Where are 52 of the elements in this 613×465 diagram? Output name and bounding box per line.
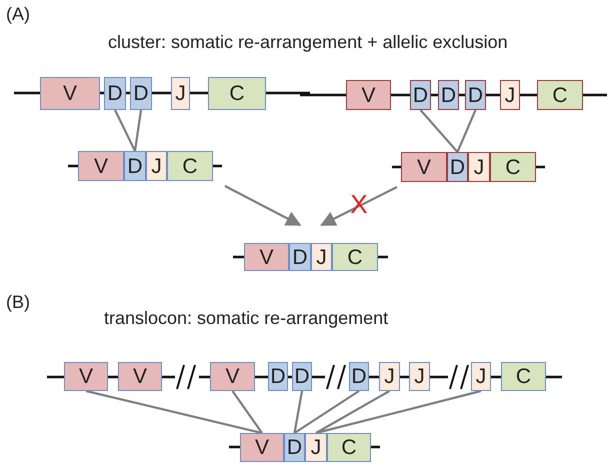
gene-segment-box: D — [292, 362, 312, 391]
gene-segment-box: V — [240, 433, 284, 462]
gene-segment-box: D — [438, 80, 459, 110]
gene-segment-box: D — [284, 433, 305, 462]
gene-segment-box: D — [289, 243, 311, 271]
connector-line — [456, 110, 477, 152]
gene-segment-box: V — [210, 362, 255, 391]
gene-segment-box: V — [346, 80, 391, 110]
gene-segment-box: D — [447, 152, 468, 182]
gene-segment-box: J — [379, 362, 400, 391]
gene-segment-box: V — [64, 362, 108, 391]
heading-text: cluster: somatic re-arrangement + allelic exclusion — [108, 32, 508, 53]
gene-segment-box: D — [410, 80, 431, 110]
gene-segment-box: D — [124, 151, 146, 181]
gene-segment-box: C — [501, 362, 546, 391]
connector-line — [232, 390, 263, 434]
gene-segment-box: D — [349, 362, 369, 391]
connector-line — [316, 390, 482, 434]
connector-line — [293, 390, 304, 434]
connector-line — [134, 110, 142, 152]
gene-segment-box: D — [130, 77, 152, 110]
gene-segment-box: C — [208, 77, 266, 110]
gene-segment-box: V — [244, 243, 289, 271]
gene-segment-box: V — [40, 77, 100, 110]
gene-segment-box: J — [500, 80, 520, 110]
gene-segment-box: C — [332, 243, 378, 271]
gene-segment-box: C — [490, 152, 536, 182]
gene-segment-box: J — [146, 151, 167, 181]
gene-segment-box: J — [305, 433, 327, 462]
gene-segment-box: V — [118, 362, 162, 391]
connector-line — [420, 109, 458, 153]
gene-segment-box: J — [409, 362, 430, 391]
gene-segment-box: D — [268, 362, 288, 391]
gene-segment-box: C — [537, 80, 583, 110]
gene-segment-box: C — [327, 433, 371, 462]
arrow — [224, 185, 302, 226]
gene-segment-box: J — [311, 243, 332, 271]
gene-segment-box: C — [167, 151, 213, 181]
heading-text: translocon: somatic re-arrangement — [104, 308, 388, 329]
gene-segment-box: V — [401, 152, 447, 182]
connector-line — [86, 390, 262, 434]
panel-label: (B) — [6, 292, 30, 313]
connector-line — [315, 390, 390, 434]
gene-segment-box: D — [465, 80, 486, 110]
gene-segment-box: V — [78, 151, 124, 181]
panel-label: (A) — [6, 4, 30, 25]
gene-segment-box: J — [171, 77, 190, 110]
gene-segment-box: J — [468, 152, 490, 182]
connector-line — [294, 390, 360, 434]
connector-line — [114, 110, 136, 152]
gene-segment-box: J — [471, 362, 491, 391]
gene-segment-box: D — [104, 77, 126, 110]
